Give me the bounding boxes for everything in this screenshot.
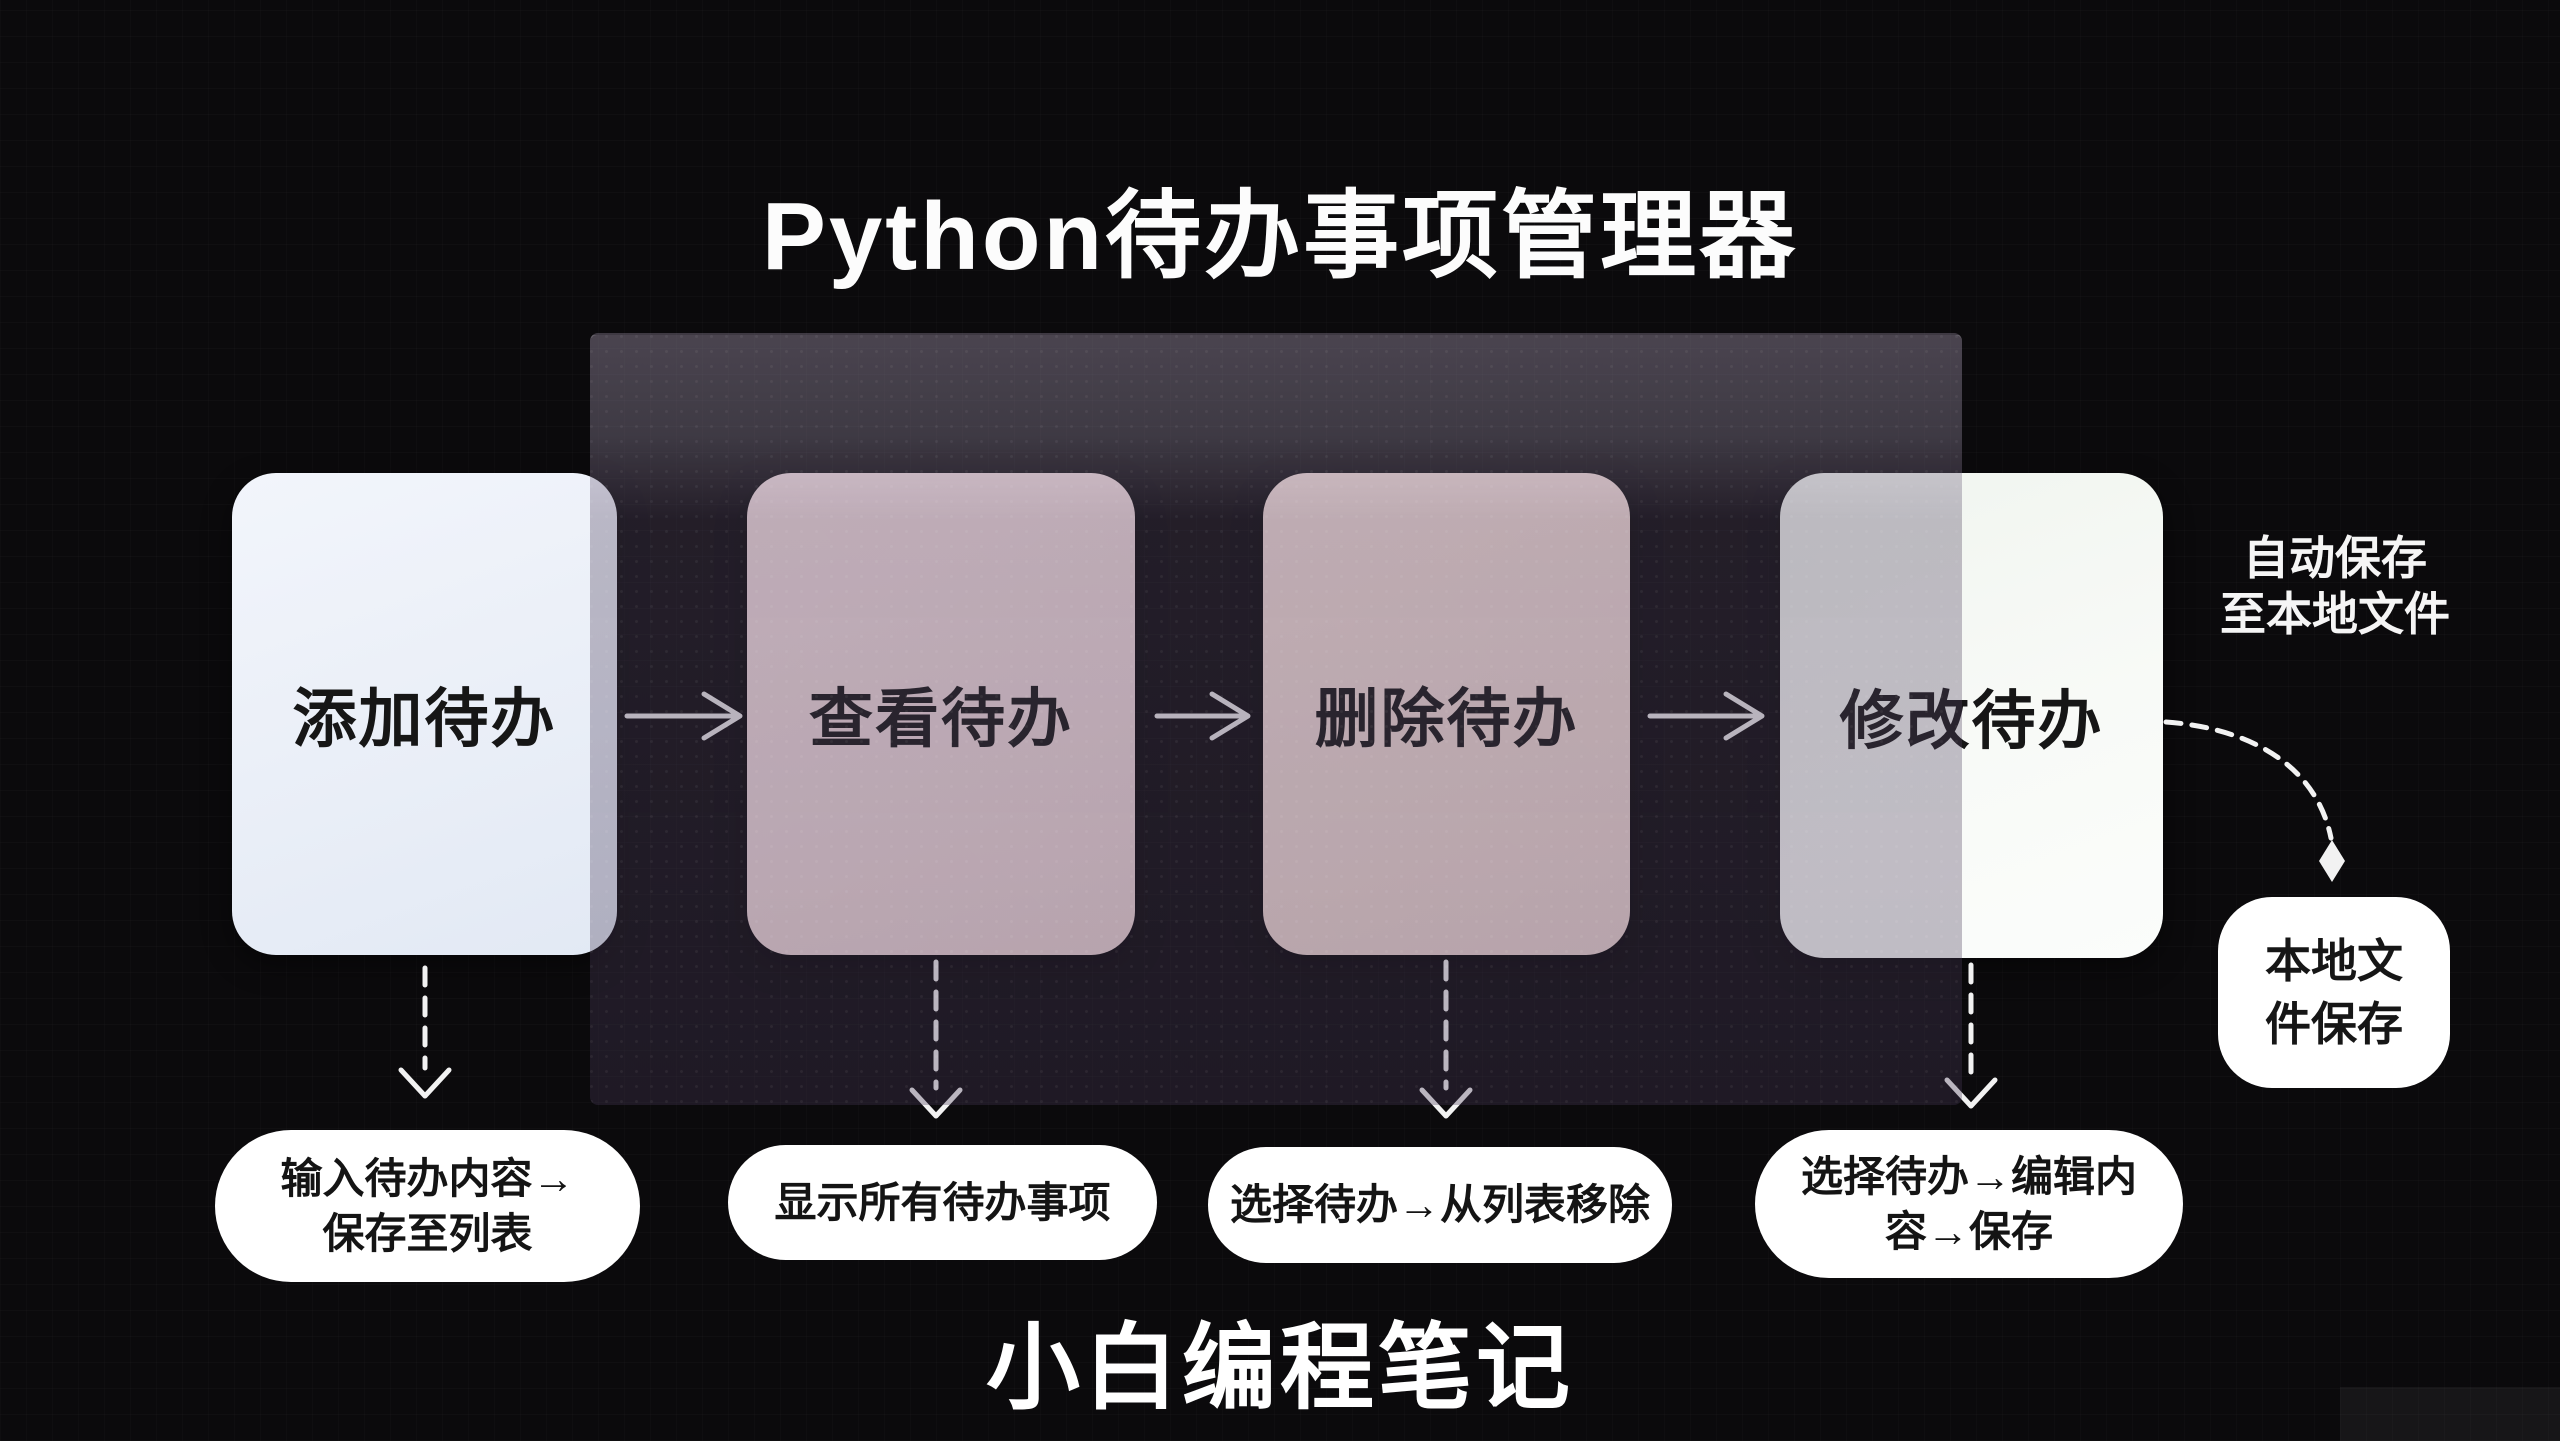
dashed-down-arrow-icon (398, 965, 452, 1099)
step-label-delete: 删除待办 (1314, 683, 1579, 755)
step-box-edit: 修改待办 (1780, 473, 2163, 958)
note-pill-delete: 选择待办→从列表移除 (1208, 1147, 1672, 1263)
note-pill-view: 显示所有待办事项 (728, 1145, 1157, 1260)
autosave-annotation: 自动保存 至本地文件 (2180, 530, 2490, 642)
note-pill-add: 输入待办内容→保存至列表 (215, 1130, 640, 1282)
note-pill-edit: 选择待办→编辑内容→保存 (1755, 1130, 2183, 1278)
step-box-view: 查看待办 (747, 473, 1135, 955)
dashed-down-arrow-icon (1419, 959, 1473, 1119)
corner-patch (2340, 1387, 2560, 1441)
step-box-delete: 删除待办 (1263, 473, 1630, 955)
dashed-down-arrow-icon (909, 959, 963, 1119)
right-arrow-icon (1154, 691, 1251, 741)
step-label-view: 查看待办 (809, 683, 1073, 755)
page-title: Python待办事项管理器 (761, 183, 1799, 290)
autosave-annotation-line2: 至本地文件 (2220, 588, 2450, 640)
step-box-add: 添加待办 (232, 473, 617, 955)
dashed-down-arrow-icon (1944, 962, 1998, 1109)
autosave-annotation-line1: 自动保存 (2243, 532, 2427, 584)
step-label-edit: 修改待办 (1839, 684, 2104, 757)
diamond-arrowhead-icon (2319, 840, 2345, 882)
watermark: 小白编程笔记 (985, 1313, 1574, 1423)
curved-save-arrow-icon (2163, 719, 2345, 882)
right-arrow-icon (624, 691, 743, 741)
step-label-add: 添加待办 (292, 683, 557, 755)
local-file-save-box: 本地文件保存 (2218, 897, 2450, 1088)
right-arrow-icon (1647, 691, 1765, 741)
